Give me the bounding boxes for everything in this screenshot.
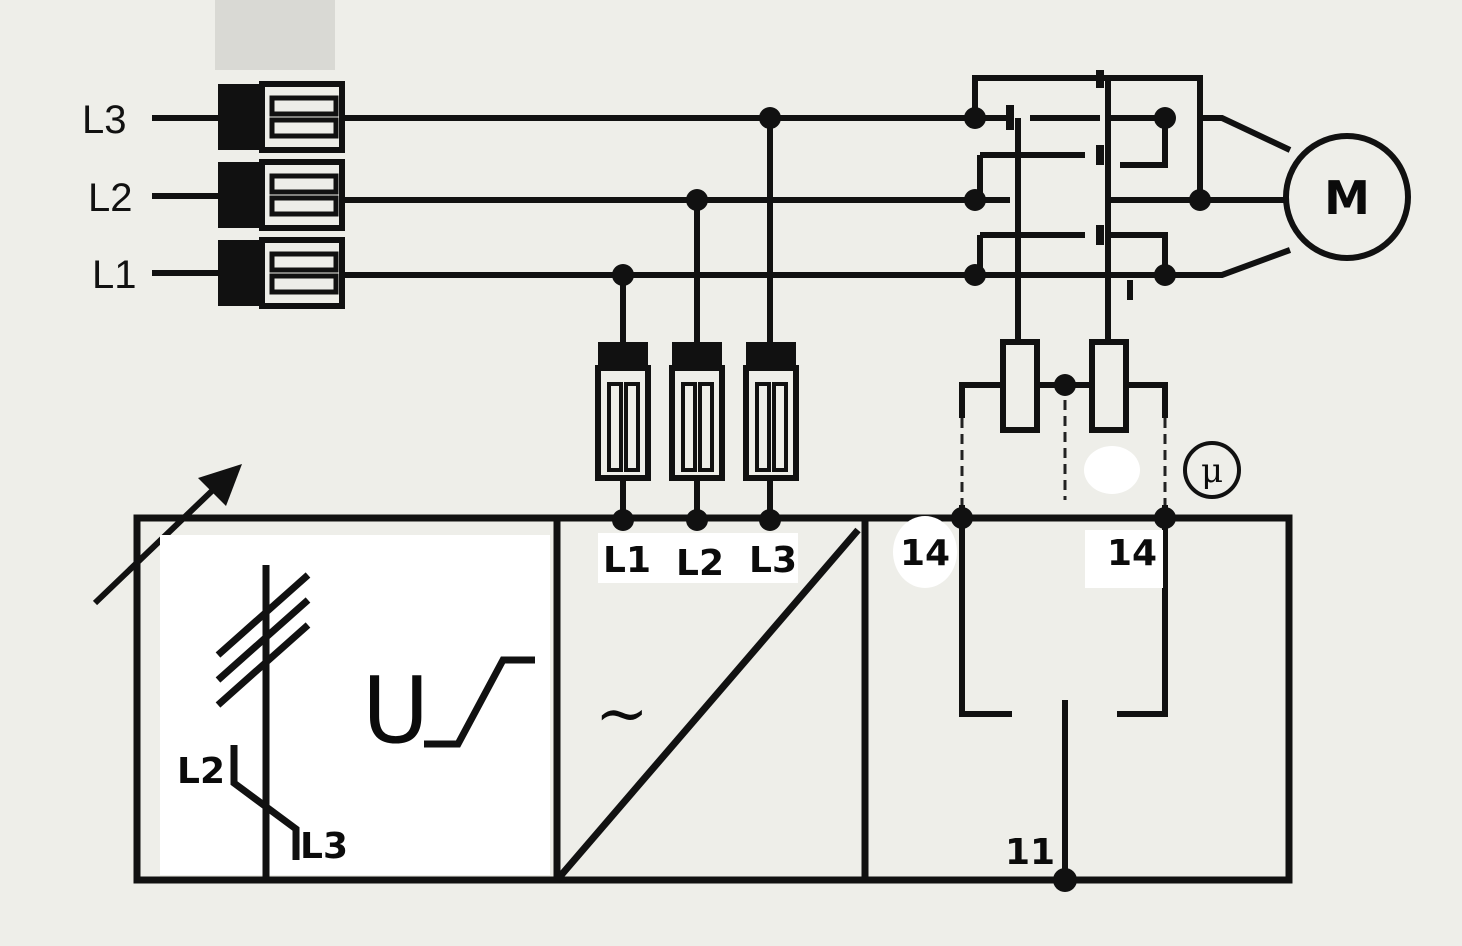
mu-circle [1183,441,1241,499]
output-terminal-14-right: 14 [1107,533,1157,574]
main-fuse-l1 [218,237,345,309]
ac-tilde: ~ [595,677,649,751]
header-strip [215,0,335,70]
input-terminal-l3: L3 [749,540,797,581]
coil-return-right [1126,382,1168,418]
coil-return-left [959,382,1003,418]
motor-label: M [1324,171,1370,225]
coil-left [1000,339,1040,433]
junction-dots [612,107,1211,892]
relay-housing [133,514,1293,884]
adjust-arrow-shaft [92,485,218,606]
adjust-arrow-head [198,464,242,506]
output-terminal-11: 11 [1005,832,1055,873]
input-terminal-l1: L1 [603,540,651,581]
motor-icon [1283,133,1411,261]
terminal-14-right-bg [1085,530,1163,588]
mu-symbol: μ [1201,451,1223,491]
main-fuse-l2 [218,159,345,231]
line-label-l2: L2 [88,176,133,220]
control-fuse-l3 [743,342,799,481]
control-fuse-l2 [669,342,725,481]
undervoltage-step-icon [424,656,535,748]
phase-label-l3: L3 [300,826,348,867]
input-terminal-l2: L2 [676,543,724,584]
undervoltage-u: U [362,657,429,764]
terminal-14-left-bg [893,516,957,588]
coil-right [1089,339,1129,433]
input-label-bg [598,533,798,583]
output-terminal-14-left: 14 [900,533,950,574]
white-patch [1084,446,1140,494]
line-label-l1: L1 [92,253,137,297]
phase-label-l2: L2 [177,751,225,792]
main-fuse-l3 [218,81,345,153]
control-fuse-l1 [595,342,651,481]
line-label-l3: L3 [82,98,127,142]
phase-sequence-symbol [215,565,311,880]
reversing-contactor [972,70,1292,342]
measuring-panel [160,535,550,875]
